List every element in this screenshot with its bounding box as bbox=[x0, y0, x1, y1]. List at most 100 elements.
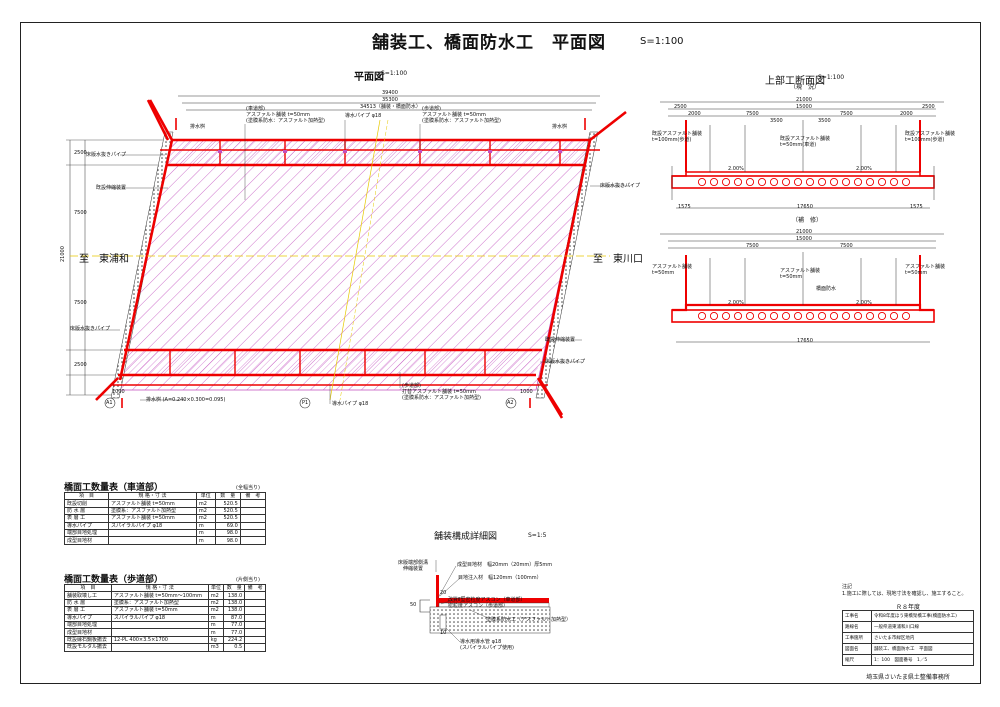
table-cell: 端部目地処理 bbox=[64, 620, 112, 630]
table-header: 備 考 bbox=[239, 491, 267, 501]
table-cell: m bbox=[207, 620, 225, 630]
section-label-repair-waterproof: 橋面防水 bbox=[816, 286, 837, 292]
roadway-table-title: 橋面工数量表（車道部） bbox=[64, 483, 164, 493]
table-cell bbox=[244, 613, 266, 622]
table-header: 項 目 bbox=[64, 491, 109, 501]
notes-text: 1.施工に際しては、現地寸法を確認し、施工すること。 bbox=[842, 591, 967, 597]
pier-p1: P1 bbox=[302, 400, 309, 406]
section-repair-dim-lane-left: 7500 bbox=[746, 243, 759, 249]
table-cell bbox=[244, 606, 266, 615]
plan-title: 平面図 bbox=[354, 72, 384, 83]
table-cell: 0.5 bbox=[223, 643, 246, 652]
section-dim-main: 15000 bbox=[796, 104, 812, 110]
sidewalk-table-title: 橋面工数量表（歩道部） bbox=[64, 575, 164, 585]
detail-label-seal: 成型目地材 幅20mm（20mm）厚5mm bbox=[457, 562, 553, 568]
detail-dim-a: 50 bbox=[410, 602, 417, 608]
plan-scale: S=1:100 bbox=[381, 70, 408, 77]
table-cell bbox=[239, 521, 267, 530]
table-cell: 224.2 bbox=[223, 635, 246, 645]
detail-view bbox=[419, 560, 551, 643]
table-cell: 表 層 工 bbox=[64, 606, 112, 615]
section-repair-dim-bottom: 17650 bbox=[797, 338, 813, 344]
section-dim-walk-left: 2000 bbox=[688, 111, 701, 117]
plan-dim-span: 35300 bbox=[382, 97, 398, 103]
title-block-key: 工事箇所 bbox=[842, 632, 872, 644]
table-cell: スパイラルパイプ φ18 bbox=[107, 521, 197, 530]
table-cell: アスファルト舗装 t=50mm bbox=[110, 606, 209, 615]
table-cell: 69.0 bbox=[214, 521, 241, 530]
plan-label-sidewalk-bottom: (歩道部) 打替アスファルト舗装 t=50mm (塗膜系防水：アスファルト加熱型… bbox=[402, 383, 481, 401]
title-block-row: 工事名令和8年度ほう東橋架橋工事(橋面防水工) bbox=[842, 610, 974, 622]
table-cell: 成型目地材 bbox=[64, 628, 112, 637]
table-cell: 導水パイプ bbox=[64, 613, 112, 622]
plan-label-slab-pipe-d: 床版水抜きパイプ bbox=[545, 359, 586, 365]
table-cell: m2 bbox=[195, 506, 216, 516]
table-cell: m2 bbox=[207, 598, 225, 608]
table-cell: 87.0 bbox=[223, 613, 246, 622]
plan-label-joint: 既設伸縮装置 bbox=[96, 185, 127, 191]
detail-label-existing-joint: 床版端部側溝 伸縮装置 bbox=[398, 560, 429, 572]
title-block-key: 縮尺 bbox=[842, 654, 872, 666]
table-cell: 98.0 bbox=[214, 528, 241, 538]
abutment-a1: A1 bbox=[106, 400, 113, 406]
plan-dim-c: 7500 bbox=[74, 300, 87, 306]
table-header: 単位 bbox=[207, 583, 225, 593]
section-dim-bottom: 17650 bbox=[797, 204, 813, 210]
plan-label-slab-pipe-b: 床版水抜きパイプ bbox=[600, 183, 641, 189]
table-cell: kg bbox=[207, 635, 225, 645]
table-cell bbox=[244, 643, 266, 652]
plan-dim-bottom-right: 1000 bbox=[520, 389, 533, 395]
table-cell: 既設切削 bbox=[64, 499, 109, 508]
table-cell: 端部目地処理 bbox=[64, 528, 109, 538]
title-block-key: 工事名 bbox=[842, 610, 872, 622]
table-cell bbox=[110, 628, 209, 637]
drawing-title: 舗装工、橋面防水工 平面図 bbox=[372, 33, 606, 53]
table-header: 規 格・寸 法 bbox=[107, 491, 197, 501]
section-label-existing-center: 既設アスファルト舗装 t=50mm(車道) bbox=[780, 136, 831, 148]
table-header: 規 格・寸 法 bbox=[110, 583, 209, 593]
plan-dim-a: 2500 bbox=[74, 150, 87, 156]
title-block-key: 図面名 bbox=[842, 643, 872, 655]
section-label-existing-left: 既設アスファルト舗装 t=100mm(歩道) bbox=[652, 131, 703, 143]
title-block: 工事名令和8年度ほう東橋架橋工事(橋面防水工)路線名一般県道東浦和川口線工事箇所… bbox=[842, 610, 974, 666]
table-cell: アスファルト舗装 t=50mm bbox=[107, 499, 197, 508]
section-existing-label: （現 況） bbox=[790, 84, 821, 91]
table-cell bbox=[239, 536, 267, 545]
roadway-table-note: (全幅当り) bbox=[236, 485, 260, 491]
table-cell bbox=[110, 643, 209, 652]
table-cell bbox=[244, 598, 266, 608]
section-repair-dim-lane-right: 7500 bbox=[840, 243, 853, 249]
detail-title: 舗装構成詳細図 bbox=[434, 532, 498, 542]
section-label-existing-right: 既設アスファルト舗装 t=100mm(歩道) bbox=[905, 131, 956, 143]
table-cell: アスファルト舗装 t=50mm bbox=[107, 514, 197, 523]
section-title: 上部工断面図 bbox=[765, 76, 825, 87]
table-cell: 77.0 bbox=[223, 628, 246, 637]
table-cell bbox=[244, 620, 266, 630]
detail-dim-b: 20 bbox=[440, 590, 447, 596]
title-block-row: 図面名舗装工、橋面防水工 平面図 bbox=[842, 643, 974, 655]
section-label-repair-right: アスファルト舗装 t=50mm bbox=[905, 264, 946, 276]
section-repair-label: （補 修） bbox=[792, 217, 823, 224]
detail-scale: S=1:5 bbox=[528, 532, 547, 539]
plan-label-drain-basin: 排水桝 bbox=[190, 124, 206, 130]
plan-label-drain-pipe: 導水パイプ φ18 bbox=[345, 113, 382, 119]
table-cell: m bbox=[195, 536, 216, 545]
section-repair-dim-main: 15000 bbox=[796, 236, 812, 242]
table-cell: 520.5 bbox=[214, 506, 241, 516]
table-cell: m2 bbox=[207, 606, 225, 615]
abutment-a2: A2 bbox=[507, 400, 514, 406]
section-dim-lane-left: 7500 bbox=[746, 111, 759, 117]
table-cell: 防 水 層 bbox=[64, 506, 109, 516]
table-cell: 既設縁石鋼板撤去 bbox=[64, 635, 112, 645]
table-cell: m bbox=[195, 521, 216, 530]
title-block-row: 路線名一般県道東浦和川口線 bbox=[842, 621, 974, 633]
table-cell: アスファルト舗装 t=50mm～100mm bbox=[110, 591, 209, 600]
table-cell bbox=[107, 536, 197, 545]
section-dim-side-left: 2500 bbox=[674, 104, 687, 110]
